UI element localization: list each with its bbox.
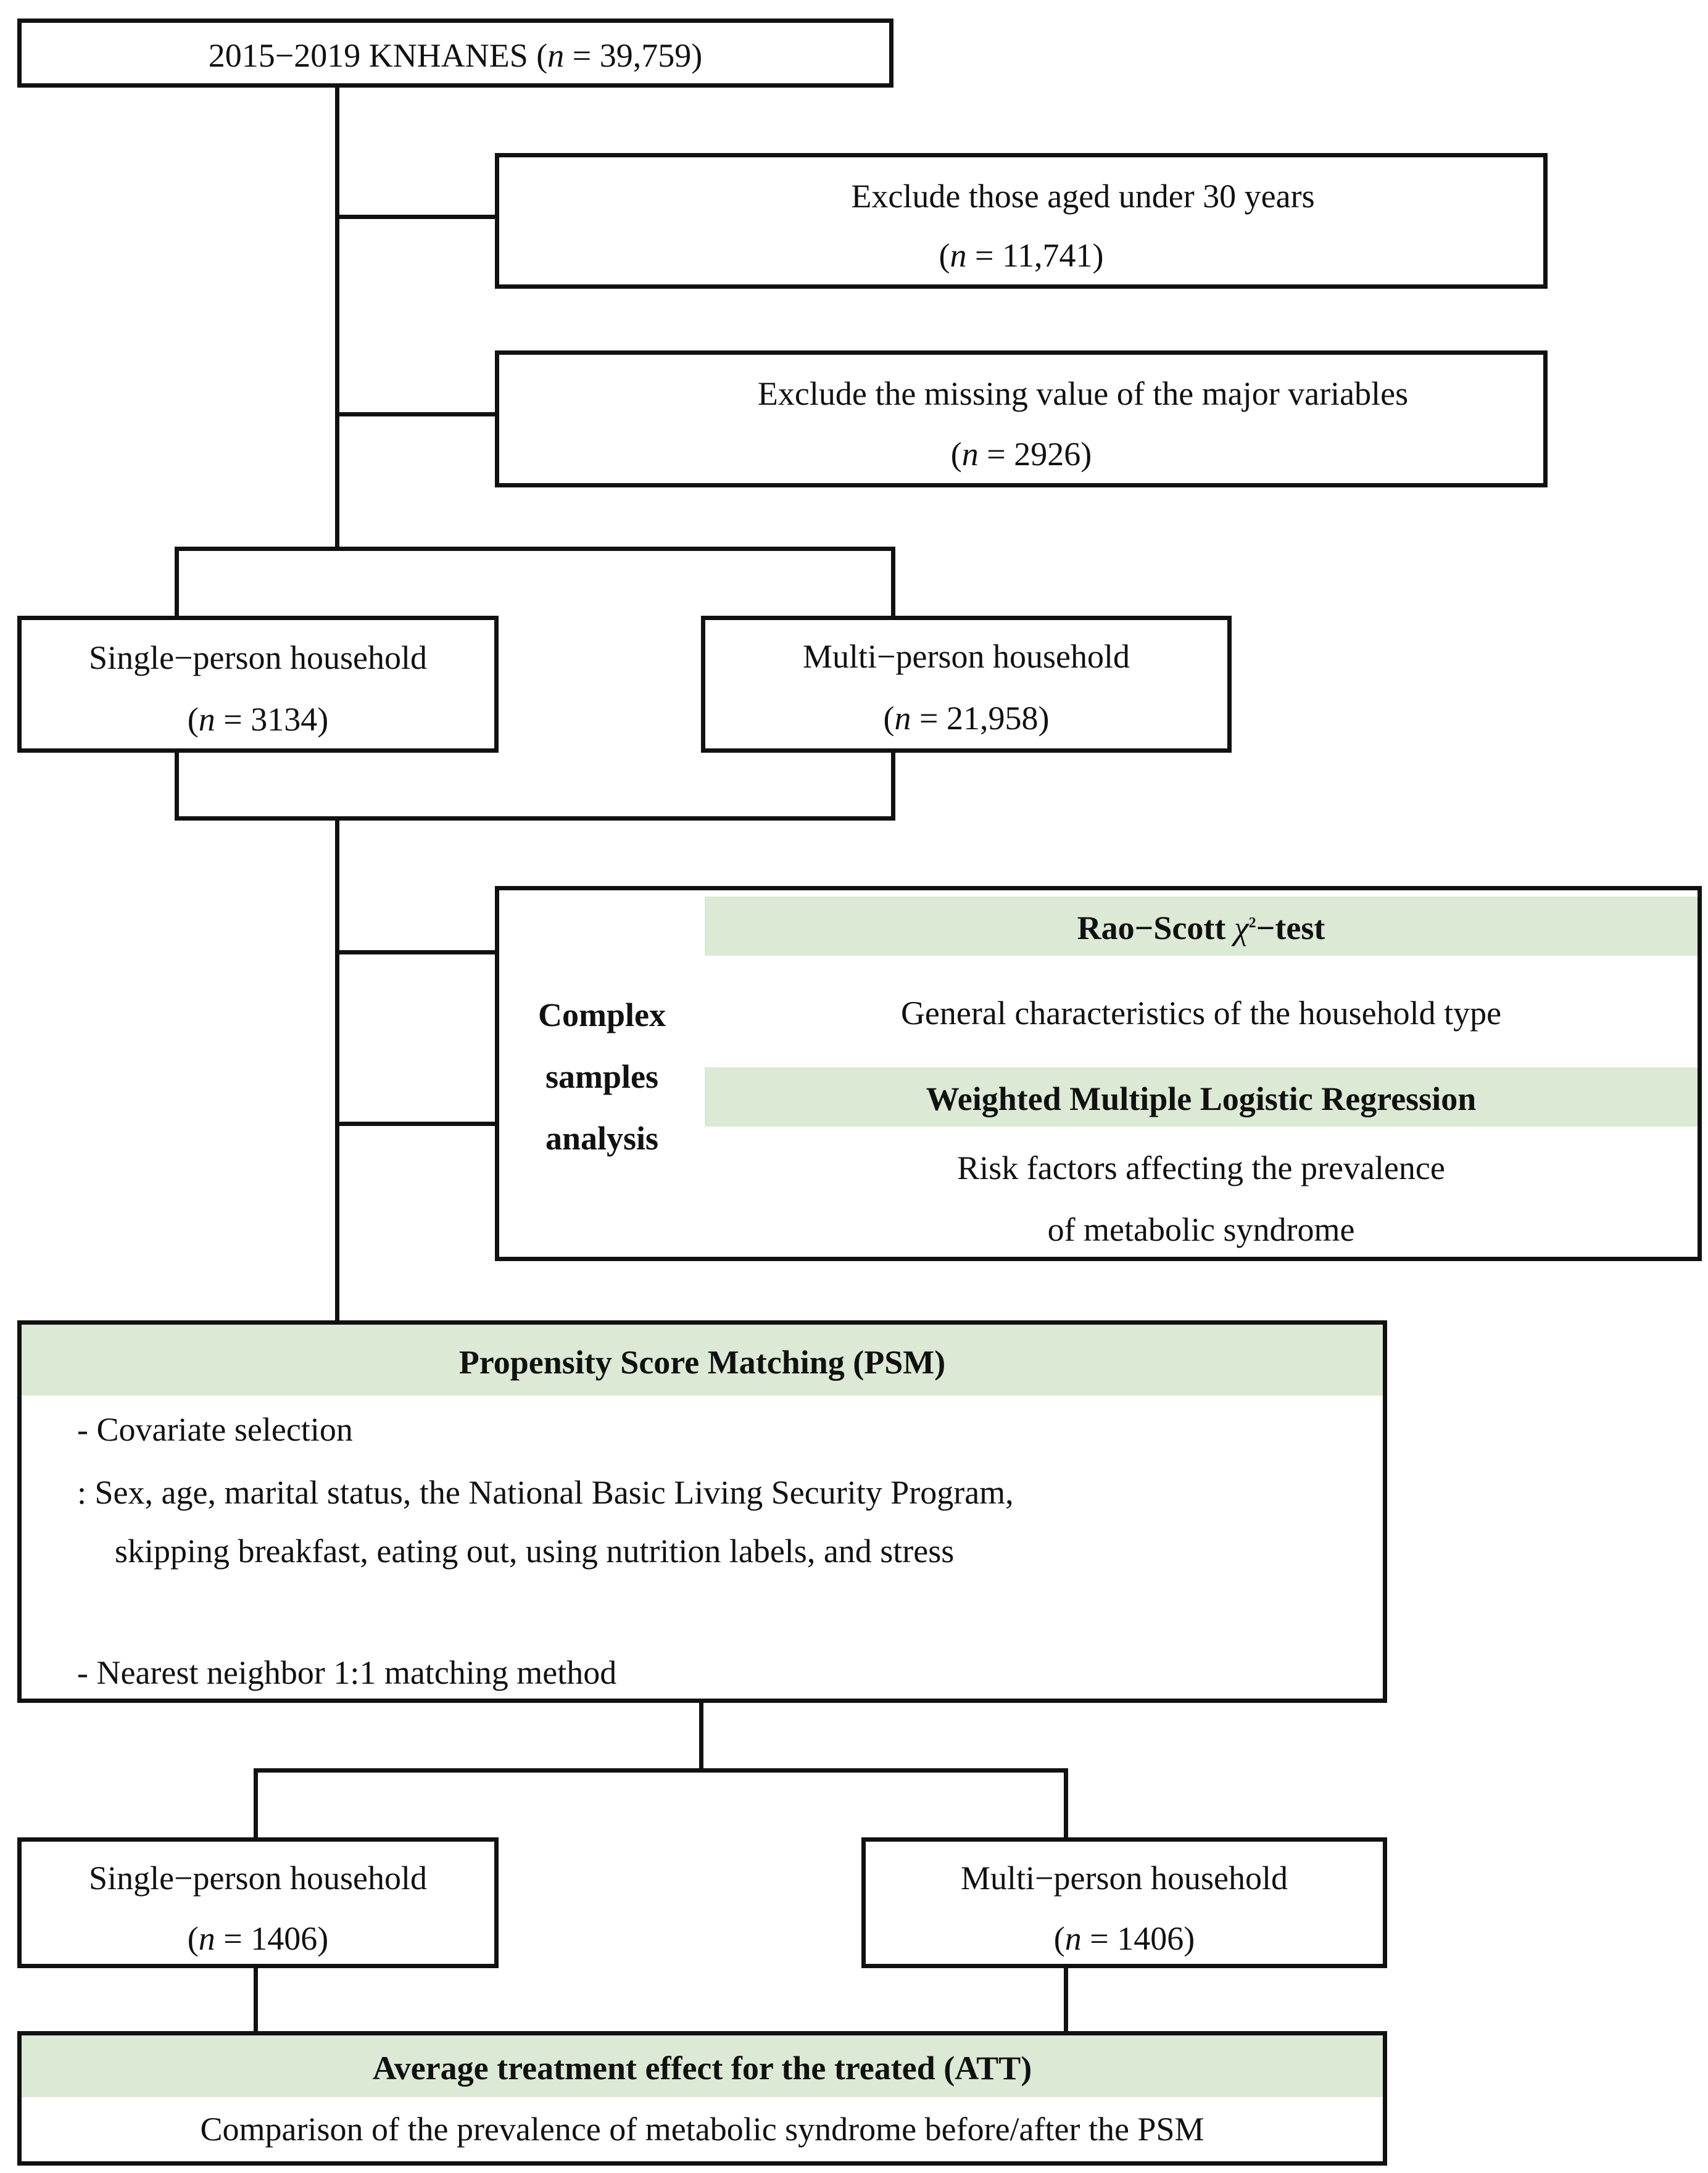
single-household-matched-label: Single−person household <box>89 1860 427 1897</box>
connector-exclude2 <box>335 412 497 416</box>
exclude-missing-count: (n = 2926) <box>950 436 1092 473</box>
source-box: 2015−2019 KNHANES (n = 39,759) <box>17 19 893 88</box>
psm-covariate-line1: : Sex, age, marital status, the National… <box>77 1474 1014 1511</box>
complex-side-label: Complex samples analysis <box>538 996 666 1157</box>
psm-matching-method: - Nearest neighbor 1:1 matching method <box>77 1654 617 1691</box>
connector-att-right <box>1064 1966 1068 2034</box>
exclude-missing-label: Exclude the missing value of the major v… <box>757 375 1409 412</box>
single-household-matched-count: (n = 1406) <box>187 1920 329 1957</box>
psm-title: Propensity Score Matching (PSM) <box>458 1344 946 1381</box>
connector-att-left <box>254 1966 258 2034</box>
connector-split-top <box>175 547 895 551</box>
logistic-desc: Risk factors affecting the prevalence of… <box>957 1149 1445 1248</box>
exclude-missing-box: Exclude the missing value of the major v… <box>495 350 1548 487</box>
psm-covariate-line2: skipping breakfast, eating out, using nu… <box>115 1533 955 1570</box>
exclude-age-count: (n = 11,741) <box>939 237 1104 274</box>
connector-trunk-mid <box>335 816 339 1322</box>
psm-header-band <box>22 1325 1383 1396</box>
connector-split-right-drop <box>891 547 895 617</box>
connector-psm-split <box>254 1768 1068 1773</box>
att-box: Average treatment effect for the treated… <box>17 2031 1387 2166</box>
multi-household-matched-label: Multi−person household <box>961 1860 1288 1897</box>
att-title: Average treatment effect for the treated… <box>372 2050 1032 2087</box>
connector-merge-right <box>891 750 895 821</box>
multi-household-box: Multi−person household (n = 21,958) <box>701 616 1232 753</box>
exclude-age-box: Exclude those aged under 30 years (n = 1… <box>495 153 1548 289</box>
single-household-label: Single−person household <box>89 639 427 676</box>
multi-household-count: (n = 21,958) <box>883 700 1050 737</box>
connector-psm-right-drop <box>1064 1768 1068 1840</box>
rao-scott-desc: General characteristics of the household… <box>900 995 1502 1032</box>
connector-psm-left-drop <box>254 1768 258 1840</box>
connector-complex-1 <box>335 950 497 954</box>
connector-trunk-top <box>335 86 339 549</box>
att-header-band <box>22 2035 1383 2097</box>
n-symbol: n <box>547 37 565 74</box>
psm-covariate-heading: - Covariate selection <box>77 1411 353 1448</box>
rao-scott-header-band <box>705 896 1698 956</box>
multi-household-matched-box: Multi−person household (n = 1406) <box>861 1837 1387 1968</box>
single-household-count: (n = 3134) <box>187 701 329 738</box>
psm-box: Propensity Score Matching (PSM) - Covari… <box>17 1320 1387 1703</box>
single-household-matched-box: Single−person household (n = 1406) <box>17 1837 499 1968</box>
logistic-title: Weighted Multiple Logistic Regression <box>926 1080 1477 1117</box>
connector-complex-2 <box>335 1122 497 1126</box>
connector-merge-left <box>175 750 179 821</box>
connector-merge-bottom <box>175 816 895 821</box>
connector-exclude1 <box>335 215 497 219</box>
complex-analysis-box: Complex samples analysis Rao−Scott χ2−te… <box>495 886 1702 1261</box>
multi-household-matched-count: (n = 1406) <box>1053 1920 1195 1957</box>
source-n: 39,759 <box>599 37 692 74</box>
multi-household-label: Multi−person household <box>803 638 1130 675</box>
chi-symbol: χ <box>1233 909 1249 946</box>
single-household-box: Single−person household (n = 3134) <box>17 616 499 753</box>
exclude-age-label: Exclude those aged under 30 years <box>851 178 1315 215</box>
connector-split-left-drop <box>175 547 179 617</box>
rao-scott-title: Rao−Scott χ2−test <box>1077 909 1325 946</box>
att-desc: Comparison of the prevalence of metaboli… <box>200 2111 1204 2148</box>
logistic-header-band <box>705 1067 1698 1127</box>
source-text: 2015−2019 KNHANES (n = 39,759) <box>208 37 703 74</box>
connector-psm-down <box>699 1700 703 1772</box>
source-label: 2015−2019 KNHANES <box>208 37 528 74</box>
